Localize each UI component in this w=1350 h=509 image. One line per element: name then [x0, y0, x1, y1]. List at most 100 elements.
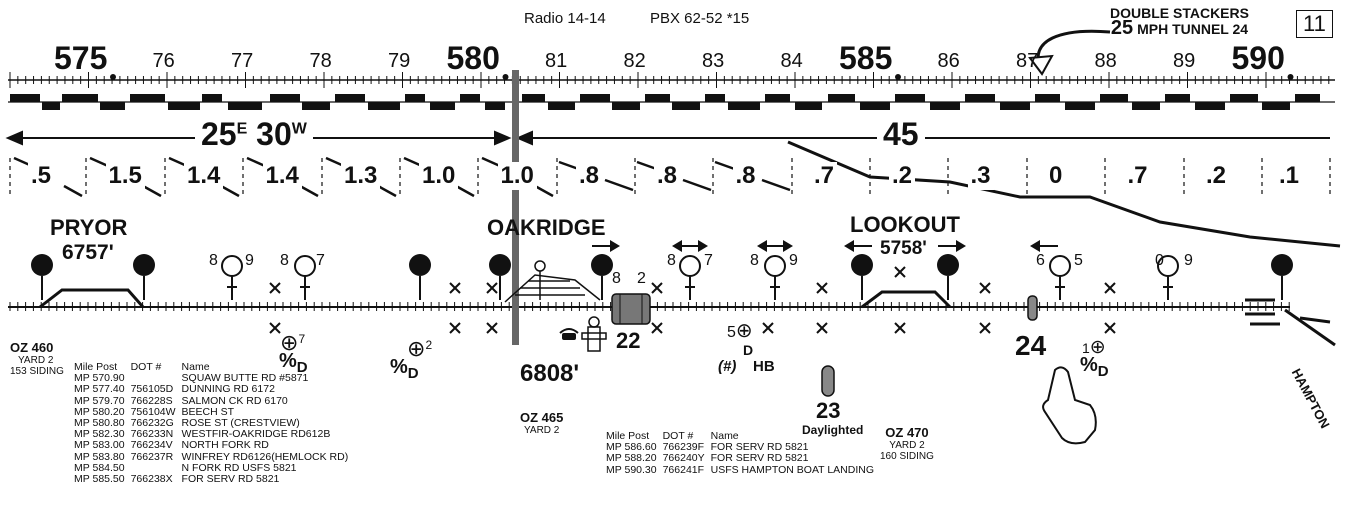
oz-460-siding: 153 SIDING [10, 366, 64, 377]
signal-direction-arrow-5 [1030, 240, 1058, 252]
double-stackers-note: DOUBLE STACKERS 25 MPH TUNNEL 24 [1110, 6, 1249, 39]
crossing-marks [269, 266, 1116, 334]
absolute-signal-6 [937, 254, 959, 300]
grade-5: 1.0 [419, 162, 459, 190]
table-header-row: Mile Post DOT # Name [606, 430, 880, 442]
intermediate-signal-2 [679, 255, 701, 300]
tunnel-23-number: 23 [816, 398, 841, 423]
table-cell: 766241F [662, 463, 705, 476]
crossing-x-16 [1104, 322, 1116, 334]
column-header: Mile Post [606, 430, 650, 442]
crossing-x-5 [486, 322, 498, 334]
crossing-x-6 [651, 282, 663, 294]
grade-4: 1.3 [341, 162, 381, 190]
table-cell: DUNNING RD 6172 [181, 383, 275, 396]
crossing-x-10 [816, 322, 828, 334]
table-cell: N FORK RD USFS 5821 [181, 461, 297, 474]
symbol-derail-2-letter: %D [390, 356, 419, 382]
absolute-signal-7 [1271, 254, 1293, 300]
absolute-signal-0 [31, 254, 53, 300]
curvature-bands [8, 94, 1335, 110]
oz-470-yard: YARD 2 [889, 440, 925, 451]
signal-number-1: 9 [245, 252, 254, 269]
siding-tracks [39, 288, 952, 309]
column-header: Name [181, 361, 210, 373]
signal-direction-arrow-1 [672, 240, 708, 252]
milepost-580: 580 [446, 40, 500, 76]
column-header: DOT # [662, 430, 694, 442]
signal-number-10: 6 [1036, 252, 1045, 269]
hampton-yard-tracks [1245, 298, 1336, 347]
table-cell: ROSE ST (CRESTVIEW) [181, 417, 300, 430]
intermediate-signal-5 [1157, 255, 1179, 300]
siding-oz460: OZ 460 YARD 2 153 SIDING [10, 340, 64, 377]
oakridge-yard-icon [504, 260, 601, 303]
signal-number-12: 0 [1155, 252, 1164, 269]
speed-limit-west: 25E 30W [195, 116, 313, 153]
milepost-78: 78 [309, 50, 332, 72]
symbol-derail-1: ⊕7 [280, 330, 306, 355]
pointing-hand-icon [1042, 366, 1097, 445]
milepost-84: 84 [780, 50, 803, 72]
signal-direction-arrow-4 [938, 240, 966, 252]
table-cell: BEECH ST [181, 405, 235, 418]
table-cell: WESTFIR-OAKRIDGE RD612B [181, 428, 331, 441]
oz-465-label: OZ 465 [520, 410, 564, 425]
grade-14: .7 [1124, 162, 1151, 190]
milepost-580-marker [512, 70, 519, 345]
intermediate-signal-0 [221, 255, 243, 300]
crossing-x-14 [979, 322, 991, 334]
signal-number-5: 2 [637, 270, 646, 287]
speed-limit-east: 45 [877, 116, 925, 153]
hash-marker: (#) [718, 358, 737, 375]
oz-465-yard: YARD 2 [523, 425, 560, 436]
signal-number-9: 9 [789, 252, 798, 269]
double-stackers-tunnel: MPH TUNNEL 24 [1137, 21, 1249, 37]
table-cell: SALMON CK RD 6170 [181, 394, 288, 407]
oz-470-label: OZ 470 [885, 425, 929, 440]
column-header: Name [710, 430, 739, 442]
tunnel-24-number: 24 [1015, 330, 1047, 361]
siding-oz465: OZ 465 YARD 2 [520, 410, 563, 436]
grade-1: 1.5 [105, 162, 145, 190]
crossing-x-4 [486, 282, 498, 294]
grade-3: 1.4 [262, 162, 302, 190]
page-number: 11 [1296, 10, 1333, 38]
milepost-86: 86 [937, 50, 960, 72]
table-cell: 756104W [130, 405, 176, 418]
milepost-77: 77 [231, 50, 254, 72]
signal-direction-arrow-2 [757, 240, 793, 252]
signal-number-7: 7 [704, 252, 713, 269]
oz-460-label: OZ 460 [10, 340, 54, 355]
table-cell: MP 586.60 [606, 441, 657, 454]
table-cell: 766237R [130, 450, 174, 463]
table-cell: MP 579.70 [74, 394, 125, 407]
milepost-575: 575 [54, 40, 108, 76]
station-oakridge-name: OAKRIDGE [487, 215, 606, 240]
symbol-derail-1-letter: %D [279, 350, 308, 376]
table-cell: 766238X [130, 473, 173, 486]
signal-number-3: 7 [316, 252, 325, 269]
crossing-x-15 [1104, 282, 1116, 294]
table-cell: 766228S [130, 394, 173, 407]
milepost-81: 81 [545, 50, 568, 72]
table-row: MP 579.70 766228S SALMON CK RD 6170 [74, 394, 354, 407]
table-cell: MP 583.00 [74, 439, 125, 452]
grade-2: 1.4 [184, 162, 224, 190]
absolute-signal-1 [133, 254, 155, 300]
intermediate-signal-1 [294, 255, 316, 300]
tunnel-23-label: Daylighted [802, 423, 864, 437]
grade-15: .2 [1203, 162, 1230, 190]
table-cell: 766233N [130, 428, 174, 441]
table-cell: 766234V [130, 439, 173, 452]
grade-7: .8 [576, 162, 603, 190]
table-cell: MP 580.80 [74, 417, 125, 430]
elevation-profile-line [787, 140, 1341, 248]
